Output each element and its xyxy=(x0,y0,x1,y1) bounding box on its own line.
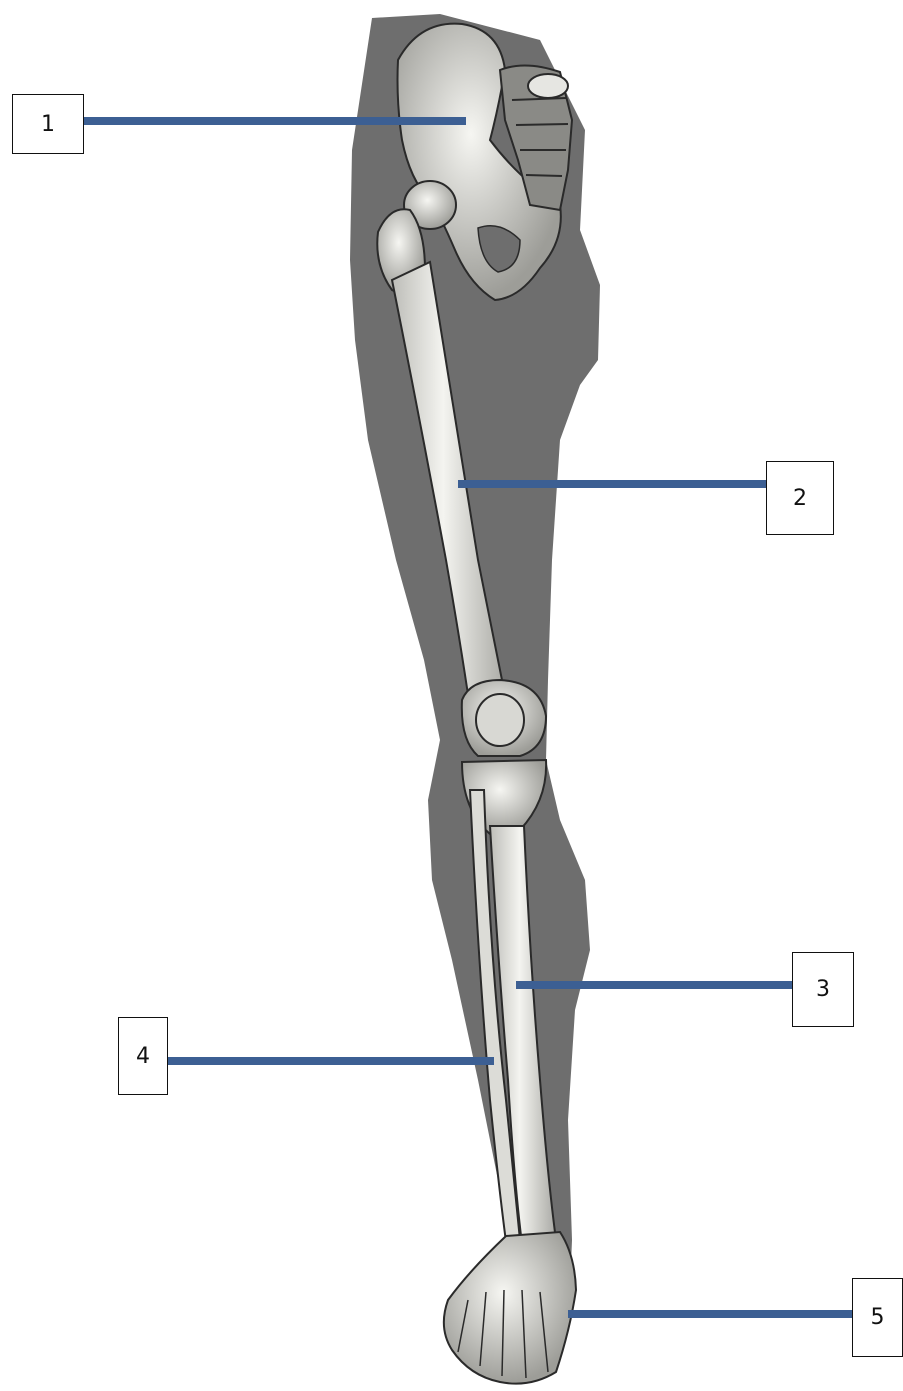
vertebra-top xyxy=(528,74,568,98)
label-1-text: 1 xyxy=(41,112,55,137)
label-box-3: 3 xyxy=(792,952,854,1027)
label-3-text: 3 xyxy=(816,977,830,1002)
label-box-1: 1 xyxy=(12,94,84,154)
label-box-2: 2 xyxy=(766,461,834,535)
label-2-text: 2 xyxy=(793,486,807,511)
label-box-4: 4 xyxy=(118,1017,168,1095)
label-4-text: 4 xyxy=(136,1044,150,1069)
label-5-text: 5 xyxy=(871,1305,885,1330)
label-box-5: 5 xyxy=(852,1278,903,1357)
foot-bones xyxy=(444,1232,576,1384)
patella xyxy=(476,694,524,746)
